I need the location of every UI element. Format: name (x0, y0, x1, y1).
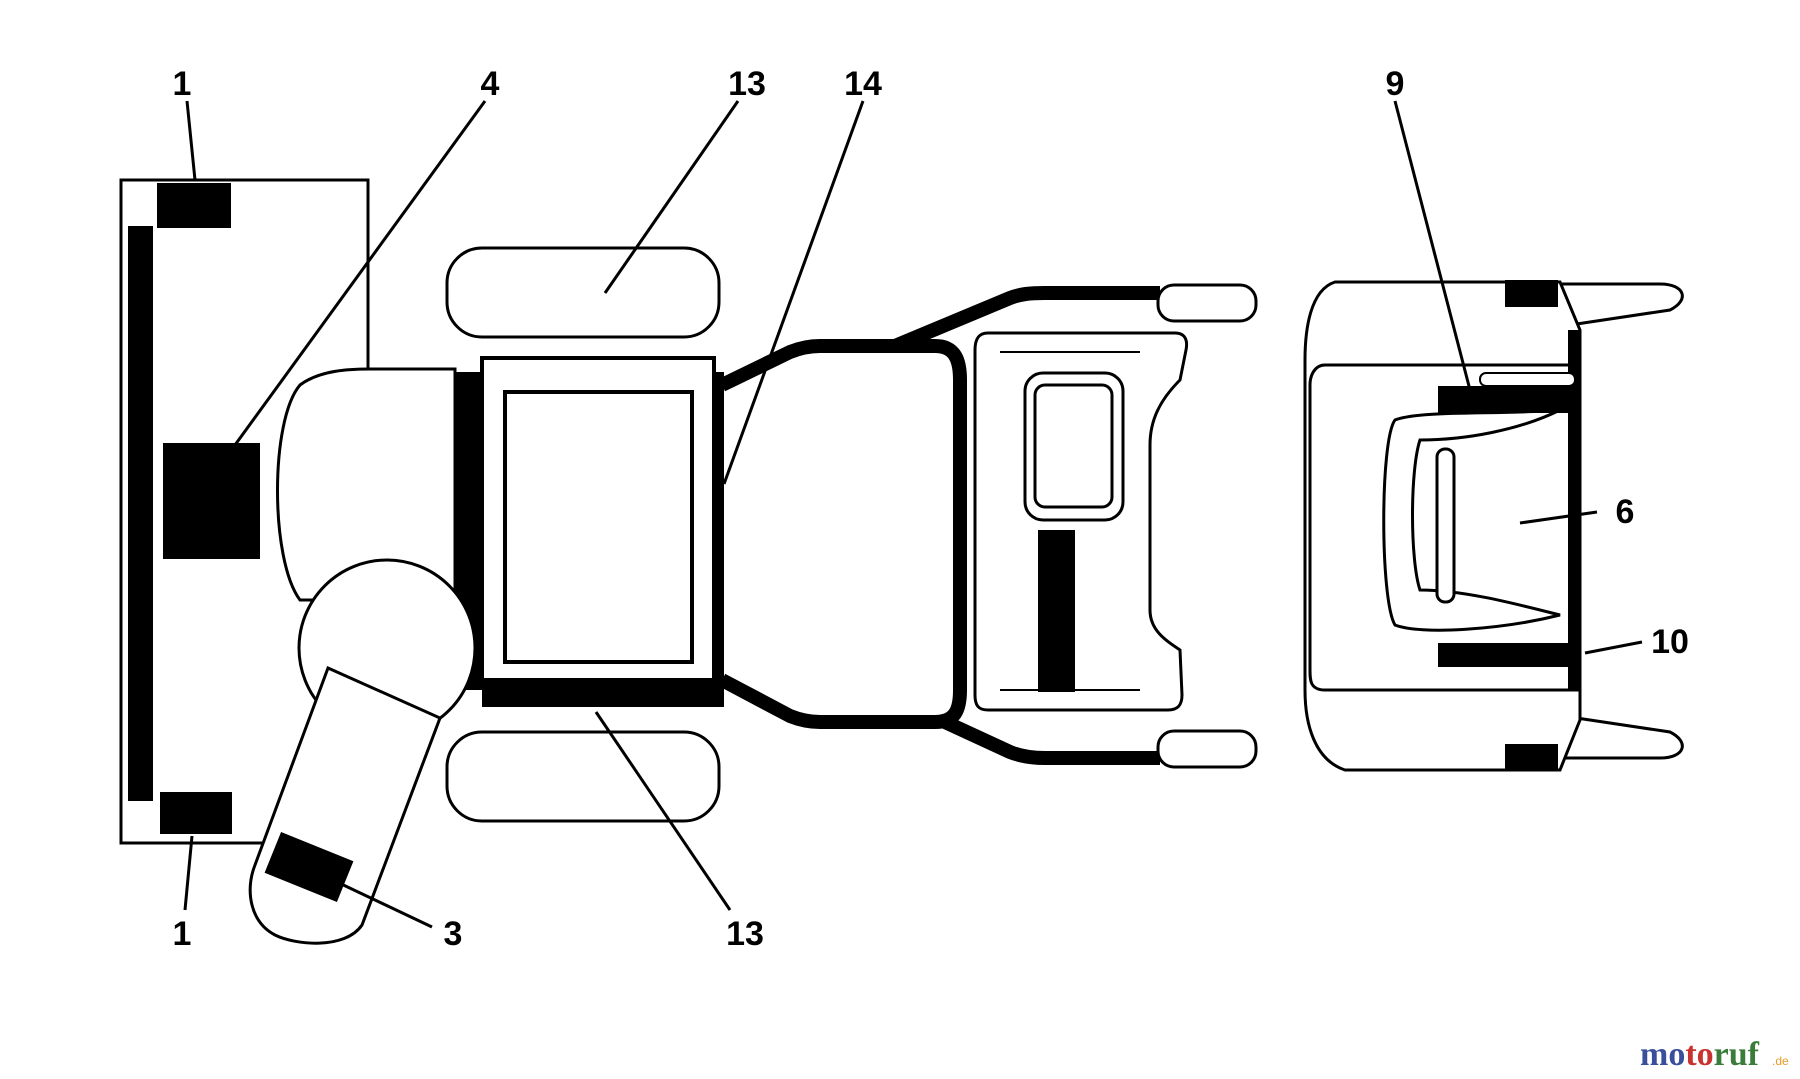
engine-right-band (714, 372, 724, 707)
handle-frame (718, 286, 1160, 765)
rear-slot (1479, 372, 1576, 387)
engine-shroud (276, 367, 457, 602)
leader-lines (183, 100, 1643, 929)
decal-10 (1438, 643, 1574, 667)
callout-10: 10 (1651, 623, 1689, 661)
callout-13-bottom: 13 (726, 915, 764, 953)
engine-block-inner (503, 390, 694, 664)
watermark-suffix: .de (1772, 1054, 1789, 1068)
decal-1-bottom (160, 792, 232, 834)
rear-window-slot (1435, 447, 1456, 604)
engine-bottom-band (482, 680, 720, 707)
callout-1-top: 1 (173, 65, 192, 103)
callout-14: 14 (844, 65, 882, 103)
watermark-mo: mo (1640, 1036, 1685, 1073)
fuel-cap-top (445, 246, 721, 339)
watermark-to: to (1685, 1036, 1713, 1073)
watermark-logo: motoruf .de (1640, 1036, 1789, 1073)
decal-1-top (157, 183, 231, 228)
decal-4 (163, 443, 260, 559)
fuel-cap-bottom (445, 730, 721, 823)
callout-4: 4 (481, 65, 500, 103)
control-window-inner (1033, 383, 1114, 509)
discharge-chute (248, 665, 442, 945)
callout-3: 3 (444, 915, 463, 953)
housing-bar (128, 226, 153, 801)
rear-bottom-pad (1505, 744, 1558, 771)
decal-3 (264, 831, 354, 903)
handle-grip-bottom (1156, 729, 1258, 769)
decal-9 (1438, 386, 1574, 413)
rear-top-pad (1505, 280, 1558, 307)
callout-6: 6 (1616, 493, 1635, 531)
rear-side-bar (1568, 330, 1580, 690)
control-decal (1038, 530, 1075, 692)
svg-text:motoruf: motoruf (1640, 1036, 1760, 1073)
callout-13-top: 13 (728, 65, 766, 103)
watermark-ruf: ruf (1714, 1036, 1760, 1073)
callout-1-bottom: 1 (173, 915, 192, 953)
handle-grip-top (1156, 283, 1258, 323)
callout-9: 9 (1386, 65, 1405, 103)
